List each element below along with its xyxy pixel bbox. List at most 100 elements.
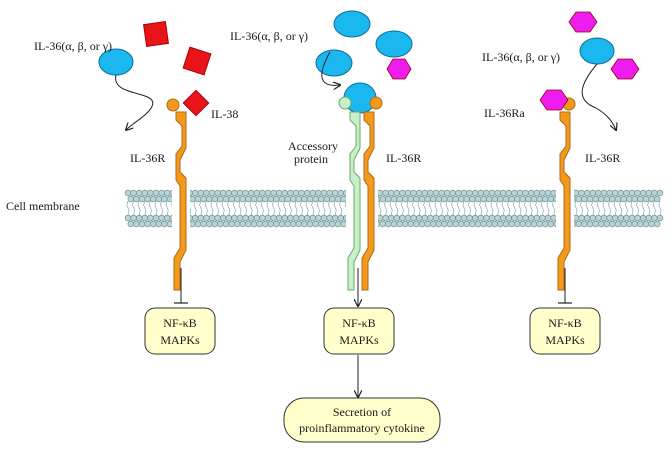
lipid-tail [216,200,219,217]
lipid-head [270,214,277,222]
lipid-head [527,214,535,222]
lipid-head [463,220,470,228]
lipid-head [435,195,442,203]
lipid-head [477,189,484,197]
lipid-head [161,195,168,203]
secretion-line2: proinflammatory cytokine [299,421,425,435]
lipid-head [645,189,652,197]
lipid-head [337,214,344,222]
lipid-head [396,195,403,203]
cell-membrane-label: Cell membrane [6,199,80,213]
lipid-head [217,220,224,228]
lipid-head [320,214,328,222]
lipid-head [222,195,230,203]
lipid-head [472,214,479,222]
lipid-head [614,220,622,228]
lipid-head [651,189,658,197]
lipid-head [262,195,269,203]
lipid-head [488,214,496,222]
lipid-head [192,189,199,197]
lipid-head [290,195,297,203]
lipid-head [295,195,302,203]
il36ra-float-middle [386,58,412,80]
lipid-tail [546,200,550,217]
lipid-head [606,189,613,197]
lipid-head [508,220,515,228]
lipid-head [141,189,149,197]
lipid-tail [316,200,320,217]
middle-complex: IL-36(α, β, or γ) Accessory protein IL-3… [230,10,441,443]
lipid-head [253,214,260,222]
lipid-tail [400,200,404,217]
lipid-head [287,189,294,197]
lipid-head [449,214,456,222]
lipid-head [550,214,557,222]
lipid-head [416,214,423,222]
lipid-head [533,214,540,222]
lipid-head [309,214,316,222]
lipid-head [603,195,610,203]
lipid-head [441,195,448,203]
lipid-head [194,195,202,203]
lipid-head [413,220,420,228]
lipid-tail [266,200,270,217]
lipid-head [449,189,456,197]
lipid-head [385,195,392,203]
lipid-head [326,214,333,222]
lipid-head [248,214,255,222]
lipid-tail [249,200,253,217]
lipid-head [637,220,644,228]
lipid-head [211,195,219,203]
lipid-head [466,189,473,197]
lipid-tail [199,200,203,217]
lipid-head [600,189,608,197]
lipid-head [133,220,140,228]
lipid-head [494,214,501,222]
lipid-tail [512,200,516,217]
lipid-head [653,195,661,203]
lipid-head [382,189,389,197]
lipid-head [589,189,596,197]
lipid-head [259,214,266,222]
lipid-head [642,195,650,203]
lipid-head [332,189,339,197]
lipid-head [399,214,406,222]
lipid-head [469,220,476,228]
right-complex: IL-36(α, β, or γ) IL-36Ra IL-36R NF-κB M… [482,11,640,355]
lipid-head [318,220,325,228]
lipid-head [133,195,140,203]
signal-box-right-line1: NF-κB [548,316,581,330]
lipid-tail [288,200,292,217]
lipid-tail [333,200,337,217]
lipid-head [578,214,585,222]
lipid-head [236,189,244,197]
lipid-head [617,214,624,222]
lipid-head [575,195,582,203]
lipid-head [645,214,652,222]
lipid-tail [580,200,583,217]
lipid-tail [283,200,287,217]
lipid-head [245,195,252,203]
lipid-head [502,220,510,228]
binding-arrow-left [115,74,154,130]
lipid-head [516,189,524,197]
lipid-head [147,214,154,222]
left-complex: IL-36(α, β, or γ) IL-38 IL-36R NF-κB MAP… [34,21,238,355]
lipid-tail [238,200,242,217]
lipid-head [550,189,557,197]
lipid-tail [255,200,259,217]
lipid-head [385,220,392,228]
lipid-head [334,195,342,203]
lipid-head [446,220,454,228]
lipid-head [298,189,305,197]
lipid-head [424,220,431,228]
lipid-head [418,195,426,203]
lipid-head [136,214,143,222]
lipid-head [617,189,624,197]
lipid-head [519,195,526,203]
lipid-head [124,189,132,197]
lipid-tail [428,200,432,217]
il36r-left [173,111,187,291]
lipid-tail [406,200,410,217]
lipid-head [472,189,479,197]
